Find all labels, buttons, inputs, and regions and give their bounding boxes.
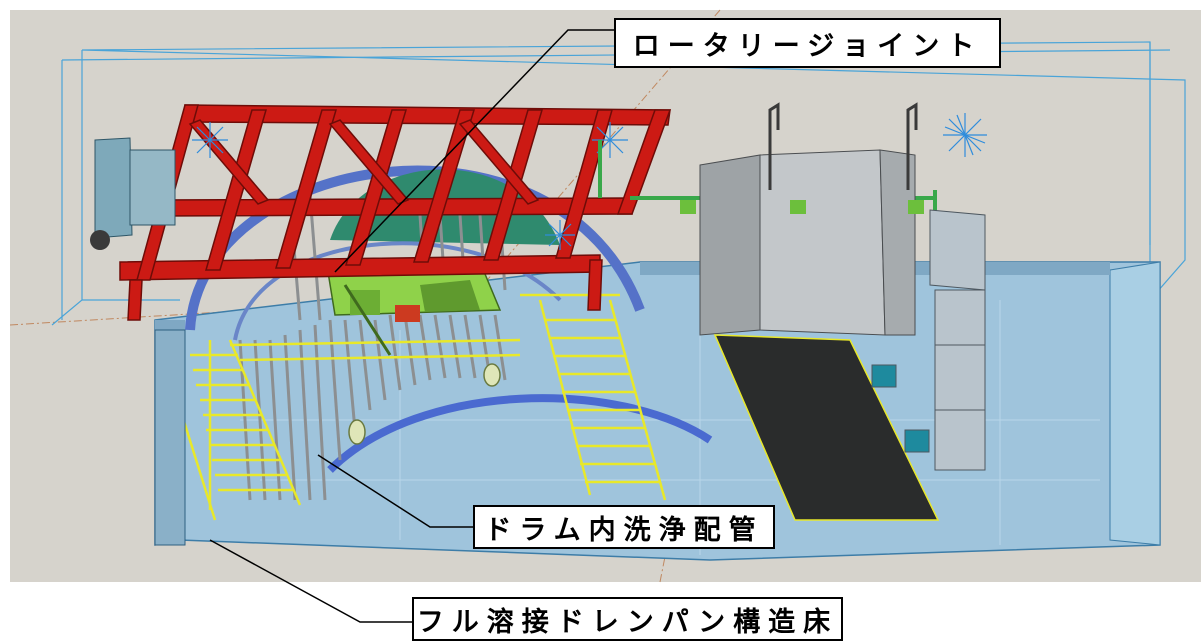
callout-rotary-joint: ロータリージョイント <box>614 18 1001 68</box>
right-ladder <box>520 293 667 501</box>
left-ladder <box>158 338 521 521</box>
hooks <box>768 102 918 190</box>
leader-drain-pan-floor <box>209 539 412 623</box>
leader-lines <box>209 29 614 623</box>
dark-panel <box>713 334 940 521</box>
callout-drain-pan-floor: フル溶接ドレンパン構造床 <box>412 597 843 641</box>
callout-drum-cleaning-pipe: ドラム内洗浄配管 <box>473 505 775 549</box>
control-cabinets <box>871 209 986 471</box>
drip-pots <box>348 363 501 445</box>
red-steel-frame <box>119 104 672 321</box>
drum-arc-front <box>327 394 713 473</box>
motor-unit <box>90 137 176 250</box>
leader-drum-cleaning <box>317 454 473 528</box>
grey-housing <box>680 149 924 336</box>
drain-pan-right-wall <box>1109 261 1161 546</box>
left-wall <box>154 329 186 546</box>
leader-rotary-joint <box>334 29 614 273</box>
